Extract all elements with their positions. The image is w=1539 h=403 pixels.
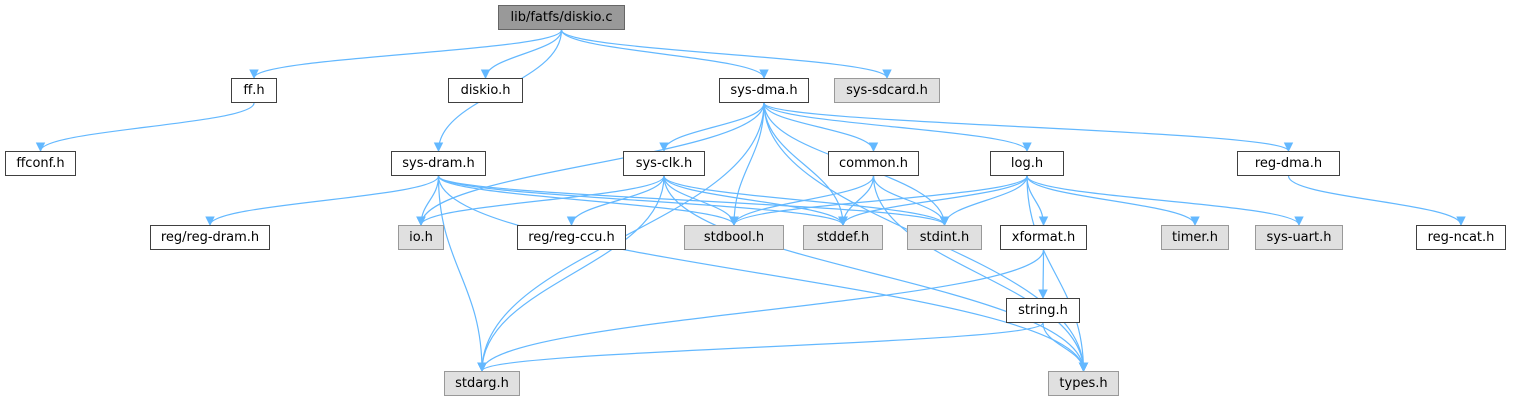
- edge-sys-dma-h-to-reg-dma-h: [763, 102, 1294, 152]
- edge-xformat-h-to-string-h: [1038, 249, 1048, 299]
- node-sys-uart-h: sys-uart.h: [1255, 225, 1343, 250]
- edge-sys-clk-h-to-stddef-h: [663, 175, 848, 226]
- node-sys-sdcard-h: sys-sdcard.h: [834, 78, 940, 103]
- edge-log-h-to-timer-h: [1026, 175, 1200, 226]
- node-reg-reg-ccu-h[interactable]: reg/reg-ccu.h: [517, 225, 626, 250]
- edge-common-h-to-types-h: [872, 175, 1089, 372]
- node-ffconf-h[interactable]: ffconf.h: [5, 151, 76, 176]
- node-log-h[interactable]: log.h: [990, 151, 1064, 176]
- edge-sys-dram-h-to-stdint-h: [437, 175, 950, 226]
- edge-diskio-c-to-ff-h: [249, 29, 563, 79]
- node-xformat-h[interactable]: xformat.h: [1000, 225, 1087, 250]
- node-string-h[interactable]: string.h: [1006, 298, 1080, 323]
- edge-sys-dma-h-to-common-h: [763, 102, 879, 152]
- edge-sys-dram-h-to-stdarg-h: [437, 175, 487, 372]
- edge-log-h-to-stdbool-h: [729, 175, 1028, 226]
- edge-sys-dram-h-to-stdbool-h: [437, 175, 739, 226]
- node-stdarg-h: stdarg.h: [444, 371, 520, 396]
- node-stddef-h: stddef.h: [803, 225, 883, 250]
- edge-sys-clk-h-to-reg-reg-ccu-h: [566, 175, 665, 226]
- edge-sys-dram-h-to-types-h: [437, 175, 1089, 372]
- node-diskio-c: lib/fatfs/diskio.c: [498, 5, 625, 30]
- node-sys-dma-h[interactable]: sys-dma.h: [719, 78, 809, 103]
- node-io-h: io.h: [398, 225, 444, 250]
- edge-log-h-to-stddef-h: [838, 175, 1028, 226]
- node-reg-reg-dram-h[interactable]: reg/reg-dram.h: [150, 225, 270, 250]
- node-types-h: types.h: [1048, 371, 1119, 396]
- edge-sys-dram-h-to-stddef-h: [437, 175, 848, 226]
- edge-log-h-to-types-h: [1026, 175, 1089, 372]
- node-timer-h: timer.h: [1161, 225, 1229, 250]
- node-sys-dram-h[interactable]: sys-dram.h: [391, 151, 486, 176]
- edge-sys-dma-h-to-stddef-h: [763, 102, 848, 226]
- edge-log-h-to-stdint-h: [939, 175, 1028, 226]
- edge-sys-clk-h-to-stdarg-h: [477, 175, 665, 372]
- edge-common-h-to-stdbool-h: [729, 175, 875, 226]
- node-stdbool-h: stdbool.h: [684, 225, 784, 250]
- edge-diskio-c-to-sys-dma-h: [560, 29, 769, 79]
- node-stdint-h: stdint.h: [907, 225, 982, 250]
- edge-log-h-to-sys-uart-h: [1026, 175, 1304, 226]
- node-diskio-h[interactable]: diskio.h: [448, 78, 523, 103]
- edge-sys-dram-h-to-reg-reg-dram-h: [205, 175, 440, 226]
- edge-reg-dma-h-to-reg-ncat-h: [1287, 175, 1466, 226]
- edge-string-h-to-types-h: [1042, 322, 1089, 372]
- edge-xformat-h-to-stdarg-h: [477, 249, 1045, 372]
- edge-sys-clk-h-to-io-h: [416, 175, 665, 226]
- node-common-h[interactable]: common.h: [828, 151, 919, 176]
- edge-sys-dma-h-to-io-h: [416, 102, 765, 226]
- edge-sys-dma-h-to-log-h: [763, 102, 1032, 152]
- node-reg-ncat-h[interactable]: reg-ncat.h: [1416, 225, 1506, 250]
- edge-sys-dma-h-to-stdbool-h: [729, 102, 765, 226]
- node-ff-h[interactable]: ff.h: [231, 78, 277, 103]
- edge-diskio-c-to-diskio-h: [480, 29, 563, 79]
- node-sys-clk-h[interactable]: sys-clk.h: [623, 151, 705, 176]
- edge-sys-dma-h-to-sys-clk-h: [659, 102, 765, 152]
- node-reg-dma-h[interactable]: reg-dma.h: [1237, 151, 1340, 176]
- edge-ff-h-to-ffconf-h: [35, 102, 255, 152]
- edge-sys-clk-h-to-types-h: [663, 175, 1089, 372]
- edge-diskio-c-to-sys-sdcard-h: [560, 29, 892, 79]
- edge-string-h-to-stdarg-h: [477, 322, 1044, 372]
- edge-common-h-to-stddef-h: [838, 175, 875, 226]
